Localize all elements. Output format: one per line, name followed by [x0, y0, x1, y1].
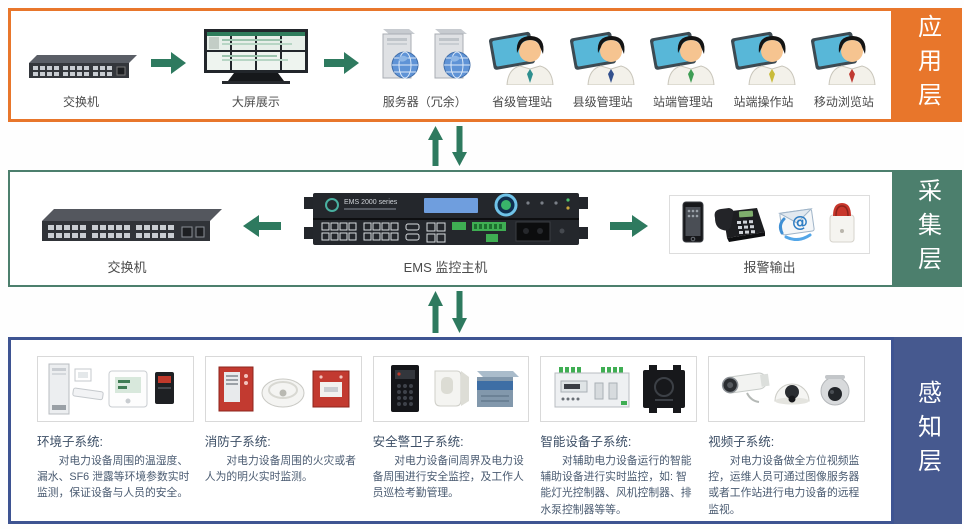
card-title: 视频子系统:	[708, 435, 775, 449]
node-label: 报警输出	[743, 260, 796, 275]
card-description: 对电力设备周围的温湿度、漏水、SF6 泄露等环境参数实时监测，保证设备与人员的安…	[37, 455, 190, 500]
node-label: 服务器（冗余）	[382, 95, 467, 109]
node-alarm-output: @ 报警输出	[669, 172, 870, 285]
node-station-county: 县级管理站	[569, 11, 636, 119]
ems-host-icon: EMS 2000 series	[300, 191, 592, 254]
node-label: 站端操作站	[733, 95, 794, 109]
arrow-left-icon	[241, 212, 281, 245]
operator-station-icon	[650, 31, 716, 90]
application-layer-band: 交换机	[8, 8, 962, 122]
perception-layer-box: 环境子系统: 对电力设备周围的温湿度、漏水、SF6 泄露等环境参数实时监测，保证…	[8, 337, 894, 524]
smart-devices-icon	[540, 356, 698, 422]
card-description: 对辅助电力设备运行的智能辅助设备进行实时监控，如: 智能灯光控制器、风机控制器、…	[540, 455, 692, 516]
node-switch: 交换机	[25, 11, 137, 119]
card-title: 安全警卫子系统:	[372, 435, 464, 449]
operator-station-icon	[730, 31, 797, 90]
node-label: EMS 监控主机	[403, 260, 488, 275]
card-description: 对电力设备间周界及电力设备周围进行安全监控，及工作人员巡检考勤管理。	[372, 455, 524, 500]
alarm-output-box: @	[669, 195, 870, 254]
perception-layer-label: 感知层	[913, 379, 942, 482]
card-description: 对电力设备周围的火灾或者人为的明火实时监测。	[204, 455, 356, 484]
node-station-provincial: 省级管理站	[489, 11, 555, 119]
application-layer-label: 应用层	[913, 14, 942, 116]
card-video-subsystem: 视频子系统: 对电力设备做全方位视频监控，运维人员可通过图像服务器或者工作站进行…	[708, 356, 865, 518]
node-station-terminal-mgmt: 站端管理站	[650, 11, 716, 119]
fire-devices-icon	[204, 356, 362, 422]
card-environment-subsystem: 环境子系统: 对电力设备周围的温湿度、漏水、SF6 泄露等环境参数实时监测，保证…	[37, 356, 194, 518]
card-security-subsystem: 安全警卫子系统: 对电力设备间周界及电力设备周围进行安全监控，及工作人员巡检考勤…	[372, 356, 530, 518]
ems-device-label: EMS 2000 series	[344, 199, 398, 206]
network-switch-icon	[25, 43, 137, 90]
collection-layer-box: 交换机 EMS 2000 series	[8, 170, 894, 287]
arrow-right-icon	[324, 49, 360, 82]
updown-arrows-icon	[428, 291, 467, 333]
node-station-mobile: 移动浏览站	[810, 11, 877, 119]
desk-phone-icon	[713, 202, 767, 247]
card-smart-device-subsystem: 智能设备子系统: 对辅助电力设备运行的智能辅助设备进行实时监控，如: 智能灯光控…	[540, 356, 698, 518]
node-station-terminal-op: 站端操作站	[730, 11, 797, 119]
card-title: 环境子系统:	[37, 435, 103, 449]
svg-text:@: @	[792, 212, 808, 231]
operator-station-icon	[489, 31, 555, 90]
card-title: 消防子系统:	[204, 435, 271, 449]
arrow-right-icon	[151, 49, 187, 82]
smartphone-icon	[682, 201, 704, 248]
siren-icon	[827, 201, 857, 248]
server-redundant-icon	[375, 25, 475, 90]
node-label: 移动浏览站	[813, 95, 874, 109]
network-switch-icon	[32, 195, 222, 254]
node-label: 站端管理站	[653, 95, 714, 109]
email-icon: @	[776, 203, 818, 246]
application-layer-box: 交换机	[8, 8, 894, 122]
node-switch-collection: 交换机	[32, 172, 222, 285]
card-fire-subsystem: 消防子系统: 对电力设备周围的火灾或者人为的明火实时监测。	[204, 356, 362, 518]
node-label: 交换机	[62, 95, 99, 109]
video-devices-icon	[708, 356, 865, 422]
operator-station-icon	[810, 31, 877, 90]
node-ems-host: EMS 2000 series	[300, 172, 592, 285]
node-label: 省级管理站	[492, 95, 553, 109]
node-label: 大屏展示	[231, 95, 280, 109]
node-video-wall: 大屏展示	[202, 11, 310, 119]
perception-layer-band: 环境子系统: 对电力设备周围的温湿度、漏水、SF6 泄露等环境参数实时监测，保证…	[8, 337, 962, 524]
card-title: 智能设备子系统:	[540, 435, 632, 449]
card-description: 对电力设备做全方位视频监控，运维人员可通过图像服务器或者工作站进行电力设备的远程…	[708, 455, 860, 516]
collection-layer-label: 采集层	[913, 177, 942, 280]
updown-arrows-icon	[428, 126, 467, 166]
security-devices-icon	[372, 356, 530, 422]
video-wall-icon	[202, 29, 310, 90]
node-label: 交换机	[107, 260, 147, 275]
node-servers: 服务器（冗余）	[375, 11, 475, 119]
collection-layer-tag: 采集层	[894, 170, 962, 287]
node-label: 县级管理站	[572, 95, 633, 109]
environment-devices-icon	[37, 356, 194, 422]
collection-layer-band: 交换机 EMS 2000 series	[8, 170, 962, 287]
operator-station-icon	[569, 31, 636, 90]
perception-layer-tag: 感知层	[894, 337, 962, 524]
application-layer-tag: 应用层	[894, 8, 962, 122]
arrow-right-icon	[610, 212, 650, 245]
